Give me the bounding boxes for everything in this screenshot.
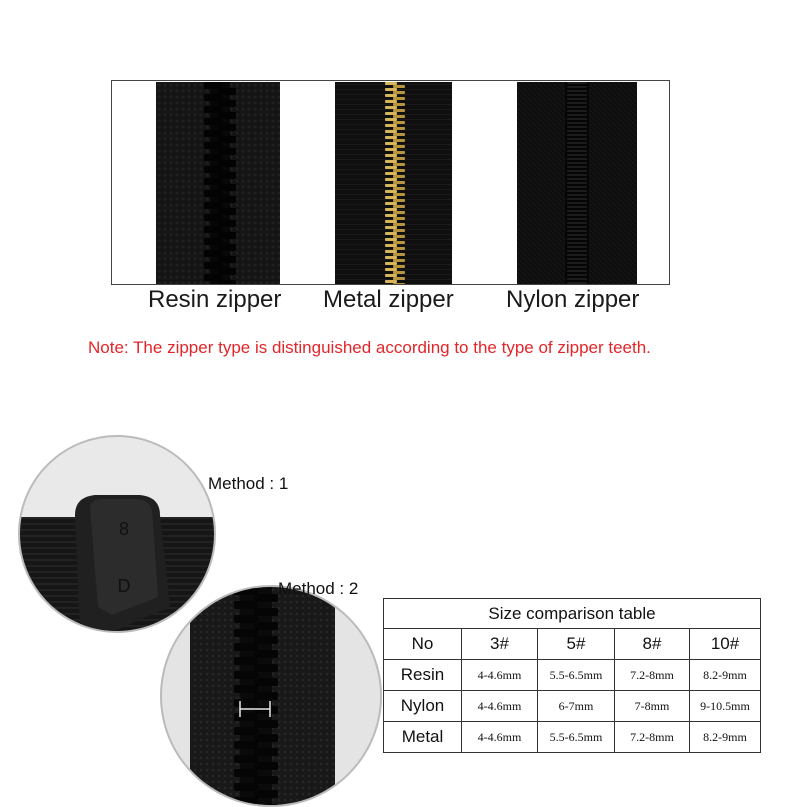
- resin-zipper-label: Resin zipper: [148, 286, 282, 313]
- zipper-type-note: Note: The zipper type is distinguished a…: [88, 338, 651, 357]
- table-cell: 6-7mm: [537, 690, 615, 722]
- slider-mark-bottom: D: [118, 576, 131, 596]
- table-cell: 9-10.5mm: [689, 690, 761, 722]
- header-3: 3#: [461, 628, 538, 660]
- size-table-title: Size comparison table: [383, 598, 761, 629]
- nylon-zipper-label: Nylon zipper: [506, 286, 640, 313]
- row-label: Resin: [383, 659, 462, 691]
- method-2-image: [160, 585, 382, 807]
- method-1-label: Method : 1: [208, 474, 289, 493]
- table-row: Nylon 4-4.6mm 6-7mm 7-8mm 9-10.5mm: [383, 690, 761, 722]
- metal-zipper-label: Metal zipper: [323, 286, 454, 313]
- size-comparison-table: Size comparison table No 3# 5# 8# 10# Re…: [383, 598, 761, 753]
- metal-zipper-image: [335, 82, 452, 284]
- row-label: Nylon: [383, 690, 462, 722]
- size-table-header-row: No 3# 5# 8# 10#: [383, 628, 761, 660]
- header-8: 8#: [614, 628, 690, 660]
- table-cell: 7-8mm: [614, 690, 690, 722]
- method-1-image: 8 D: [18, 435, 216, 633]
- table-cell: 4-4.6mm: [461, 659, 538, 691]
- table-cell: 7.2-8mm: [614, 721, 690, 753]
- table-row: Resin 4-4.6mm 5.5-6.5mm 7.2-8mm 8.2-9mm: [383, 659, 761, 691]
- header-10: 10#: [689, 628, 761, 660]
- table-cell: 5.5-6.5mm: [537, 721, 615, 753]
- slider-mark-top: 8: [119, 519, 129, 539]
- table-cell: 7.2-8mm: [614, 659, 690, 691]
- table-cell: 8.2-9mm: [689, 721, 761, 753]
- method-2-label: Method : 2: [278, 579, 359, 598]
- row-label: Metal: [383, 721, 462, 753]
- header-5: 5#: [537, 628, 615, 660]
- resin-zipper-image: [156, 82, 280, 284]
- table-cell: 5.5-6.5mm: [537, 659, 615, 691]
- header-no: No: [383, 628, 462, 660]
- table-cell: 8.2-9mm: [689, 659, 761, 691]
- table-row: Metal 4-4.6mm 5.5-6.5mm 7.2-8mm 8.2-9mm: [383, 721, 761, 753]
- zipper-comparison-frame: [111, 80, 670, 285]
- table-cell: 4-4.6mm: [461, 690, 538, 722]
- nylon-zipper-image: [517, 82, 637, 284]
- table-cell: 4-4.6mm: [461, 721, 538, 753]
